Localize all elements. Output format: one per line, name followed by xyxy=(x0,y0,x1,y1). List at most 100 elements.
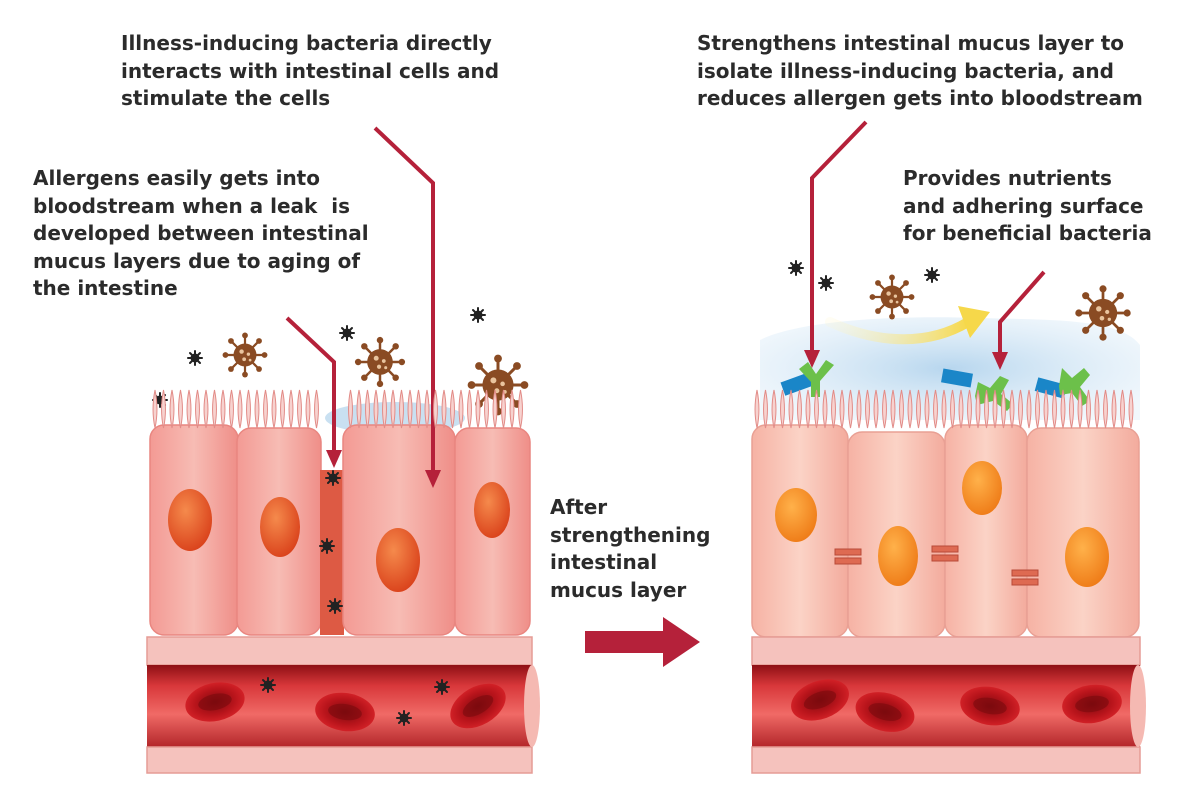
microvilli xyxy=(890,389,896,429)
microvilli xyxy=(475,389,481,429)
pointer-arrows-left xyxy=(285,126,435,472)
microvilli xyxy=(873,389,879,429)
microvilli xyxy=(1120,389,1125,429)
tight-junction-icon xyxy=(834,545,1039,586)
microvilli xyxy=(288,389,294,429)
microvilli xyxy=(1077,389,1083,429)
microvilli xyxy=(399,389,404,429)
microvilli xyxy=(356,389,362,429)
microvilli xyxy=(771,389,777,429)
microvilli xyxy=(467,389,472,429)
microvilli xyxy=(212,389,217,429)
microvilli xyxy=(1018,389,1023,429)
microvilli xyxy=(780,389,785,429)
microvilli xyxy=(407,389,413,429)
microvilli xyxy=(797,389,802,429)
microvilli xyxy=(1103,389,1108,429)
microvilli xyxy=(314,389,319,429)
microvilli xyxy=(1043,389,1049,429)
microvilli xyxy=(1069,389,1074,429)
microvilli xyxy=(967,389,972,429)
label-allergen-leak: Allergens easily gets into bloodstream w… xyxy=(33,166,369,300)
microvilli xyxy=(484,389,489,429)
microvilli xyxy=(856,389,862,429)
microvilli xyxy=(899,389,904,429)
microvilli xyxy=(501,389,506,429)
microvilli xyxy=(1001,389,1006,429)
flow-arrow xyxy=(825,317,973,345)
blood-vessel-left xyxy=(146,636,540,774)
microvilli xyxy=(1052,389,1057,429)
microvilli xyxy=(280,389,285,429)
microvilli xyxy=(1026,389,1032,429)
blood-vessel-right xyxy=(751,636,1146,774)
microvilli xyxy=(1128,389,1134,429)
microvilli xyxy=(492,389,498,429)
microvilli xyxy=(822,389,828,429)
microvilli xyxy=(1086,389,1091,429)
microvilli xyxy=(382,389,387,429)
microvilli xyxy=(941,389,947,429)
microvilli xyxy=(984,389,989,429)
microvilli xyxy=(831,389,836,429)
microvilli xyxy=(1035,389,1040,429)
label-nutrients: Provides nutrients and adhering surface … xyxy=(903,166,1152,245)
microvilli xyxy=(814,389,819,429)
microvilli xyxy=(975,389,981,429)
microvilli xyxy=(839,389,845,429)
microvilli xyxy=(195,389,200,429)
microvilli xyxy=(254,389,260,429)
microvilli xyxy=(365,389,370,429)
microvilli xyxy=(441,389,447,429)
microvilli xyxy=(788,389,794,429)
microvilli xyxy=(1111,389,1117,429)
left-scene: // Replaced below via JS for compactness xyxy=(146,126,540,774)
microvilli xyxy=(152,389,158,429)
microvilli xyxy=(297,389,302,429)
microvilli xyxy=(390,389,396,429)
nuclei-right xyxy=(775,461,1109,587)
microvilli xyxy=(924,389,930,429)
microvilli xyxy=(933,389,938,429)
microvilli xyxy=(263,389,268,429)
microvilli xyxy=(950,389,955,429)
label-transition: After strengthening intestinal mucus lay… xyxy=(550,495,711,602)
microvilli xyxy=(1060,389,1066,429)
microvilli xyxy=(1094,389,1100,429)
microvilli xyxy=(450,389,455,429)
transition-arrow xyxy=(585,617,700,667)
pointer-arrows-right xyxy=(810,120,1046,354)
microvilli xyxy=(992,389,998,429)
microvilli xyxy=(169,389,175,429)
microvilli xyxy=(882,389,887,429)
microvilli xyxy=(763,389,768,429)
microvilli xyxy=(271,389,277,429)
microvilli xyxy=(958,389,964,429)
microvilli xyxy=(848,389,853,429)
microvilli xyxy=(458,389,464,429)
microvilli xyxy=(373,389,379,429)
microvilli xyxy=(865,389,870,429)
microvilli xyxy=(178,389,183,429)
microvilli xyxy=(305,389,311,429)
microvilli xyxy=(916,389,921,429)
microvilli xyxy=(246,389,251,429)
label-bacteria-interaction: Illness-inducing bacteria directly inter… xyxy=(121,31,500,110)
microvilli xyxy=(1009,389,1015,429)
microvilli xyxy=(161,389,166,429)
label-strengthen-mucus: Strengthens intestinal mucus layer to is… xyxy=(697,31,1143,110)
microvilli xyxy=(424,389,430,429)
right-scene xyxy=(751,120,1146,774)
cilia-layer xyxy=(152,389,1134,429)
nuclei-left xyxy=(168,482,510,592)
microvilli xyxy=(220,389,226,429)
microvilli xyxy=(229,389,234,429)
microvilli xyxy=(416,389,421,429)
microvilli xyxy=(518,389,523,429)
microvilli xyxy=(203,389,209,429)
microvilli xyxy=(237,389,243,429)
microvilli xyxy=(509,389,515,429)
microvilli xyxy=(907,389,913,429)
microvilli xyxy=(754,389,760,429)
